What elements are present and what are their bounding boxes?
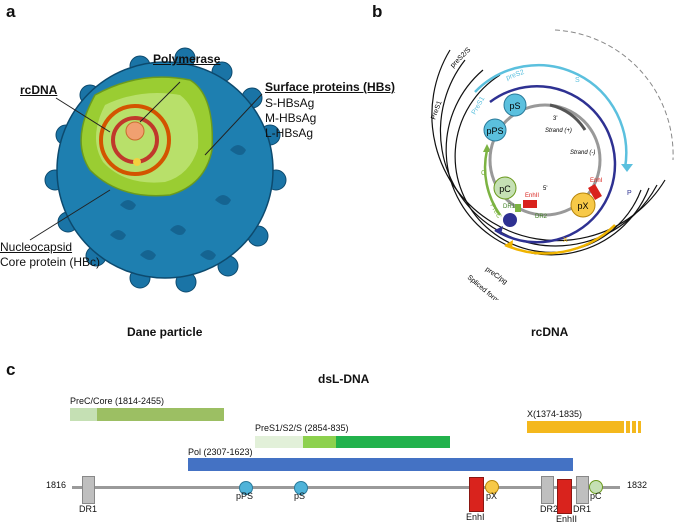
dsl-dna-title: dsL-DNA bbox=[318, 372, 370, 386]
core-segment bbox=[97, 408, 224, 421]
s-segment bbox=[336, 436, 450, 448]
ps-label: pS bbox=[509, 101, 520, 111]
dr-box bbox=[515, 204, 521, 212]
three-prime-label: 3' bbox=[553, 116, 557, 122]
x-gene-tail-2 bbox=[632, 421, 636, 433]
dane-particle-diagram bbox=[29, 47, 287, 293]
dr1-right-box bbox=[576, 476, 589, 504]
prec-segment bbox=[70, 408, 97, 421]
x-arc bbox=[504, 224, 616, 255]
px-label: pX bbox=[577, 201, 588, 211]
enh2-box-c bbox=[557, 479, 572, 514]
pres1-segment bbox=[255, 436, 303, 448]
pc-text: pC bbox=[590, 491, 602, 501]
pol-label: Pol (2307-1623) bbox=[188, 447, 253, 457]
strand-plus-circle bbox=[488, 103, 602, 217]
ps-text: pS bbox=[294, 491, 306, 501]
panel-c-letter: c bbox=[6, 360, 16, 379]
s-arc bbox=[474, 63, 628, 169]
c-arc bbox=[483, 149, 502, 216]
enh2-label: EnhII bbox=[525, 193, 539, 199]
strand-minus-label: Strand (-) bbox=[570, 150, 595, 156]
rcdna-label: rcDNA bbox=[20, 83, 58, 97]
dr1-label: DR1 bbox=[503, 204, 516, 210]
ps-circle bbox=[294, 481, 308, 495]
enh1-text: EnhI bbox=[466, 512, 485, 522]
prec-label: PreC bbox=[488, 203, 502, 220]
c-label: C bbox=[481, 170, 486, 177]
pc-circle bbox=[589, 480, 603, 494]
polymerase-label: Polymerase bbox=[153, 52, 221, 66]
polymerase-dot bbox=[503, 213, 517, 227]
strand-minus-arc bbox=[549, 103, 587, 131]
pol-bar bbox=[188, 458, 573, 471]
pres-label: PreS1/S2/S (2854-835) bbox=[255, 423, 349, 433]
x-gene-label: X(1374-1835) bbox=[527, 409, 583, 419]
pps-circle bbox=[239, 481, 253, 495]
x-label: X bbox=[563, 237, 568, 244]
p-arc bbox=[489, 85, 617, 244]
pres1-inner-label: PreS1 bbox=[471, 96, 487, 116]
polymerase-sphere bbox=[125, 121, 145, 141]
px-promoter bbox=[570, 192, 596, 218]
pps-promoter bbox=[483, 118, 507, 142]
m-hbsag-label: M-HBsAg bbox=[265, 111, 317, 125]
px-circle bbox=[485, 480, 499, 494]
s-hbsag-label: S-HBsAg bbox=[265, 96, 315, 110]
enh1-label: EnhI bbox=[590, 178, 603, 184]
px-text: pX bbox=[486, 491, 498, 501]
rcdna-caption: rcDNA bbox=[531, 325, 569, 339]
x-gene-tail-1 bbox=[626, 421, 630, 433]
right-end-label: 1832 bbox=[627, 480, 648, 490]
dr2-box-c bbox=[541, 476, 554, 504]
pc-label: pC bbox=[499, 184, 511, 194]
strand-plus-label: Strand (+) bbox=[545, 128, 572, 134]
dr1-right-label: DR1 bbox=[573, 504, 592, 514]
enh1-box-c bbox=[469, 477, 484, 512]
pps-label: pPS bbox=[486, 126, 503, 136]
rcdna-map: pS pPS pC pX Strand (+) Strand (-) 3' 5'… bbox=[430, 29, 674, 300]
five-prime-label: 5' bbox=[543, 186, 547, 192]
pres2-segment bbox=[303, 436, 336, 448]
nucleocapsid-label: Nucleocapsid bbox=[0, 240, 73, 254]
prec-pg-label: preC/pg bbox=[484, 266, 509, 286]
p-label: P bbox=[627, 190, 632, 197]
genome-line bbox=[72, 486, 620, 489]
l-hbsag-label: L-HBsAg bbox=[265, 126, 314, 140]
pc-promoter bbox=[493, 176, 517, 200]
x-gene-tail-3 bbox=[638, 421, 641, 433]
dr2-text: DR2 bbox=[540, 504, 559, 514]
panel-b-letter: b bbox=[372, 2, 383, 21]
prec-core-label: PreC/Core (1814-2455) bbox=[70, 396, 165, 406]
core-protein-label: Core protein (HBc) bbox=[0, 255, 101, 269]
dane-particle-caption: Dane particle bbox=[127, 325, 203, 339]
surface-proteins-title: Surface proteins (HBs) bbox=[265, 80, 396, 94]
pps-text: pPS bbox=[236, 491, 254, 501]
enh1-box bbox=[588, 183, 602, 201]
x-gene-bar bbox=[527, 421, 624, 433]
left-end-label: 1816 bbox=[46, 480, 67, 490]
panel-a-letter: a bbox=[6, 2, 16, 21]
dr1-left-label: DR1 bbox=[79, 504, 98, 514]
ps-promoter bbox=[503, 93, 527, 117]
enh2-box bbox=[523, 200, 537, 208]
dr2-label: DR2 bbox=[535, 214, 548, 220]
dr1-left-box bbox=[82, 476, 95, 504]
cap-dot bbox=[133, 158, 141, 166]
enh2-text: EnhII bbox=[556, 514, 578, 524]
s-label: S bbox=[575, 77, 580, 84]
